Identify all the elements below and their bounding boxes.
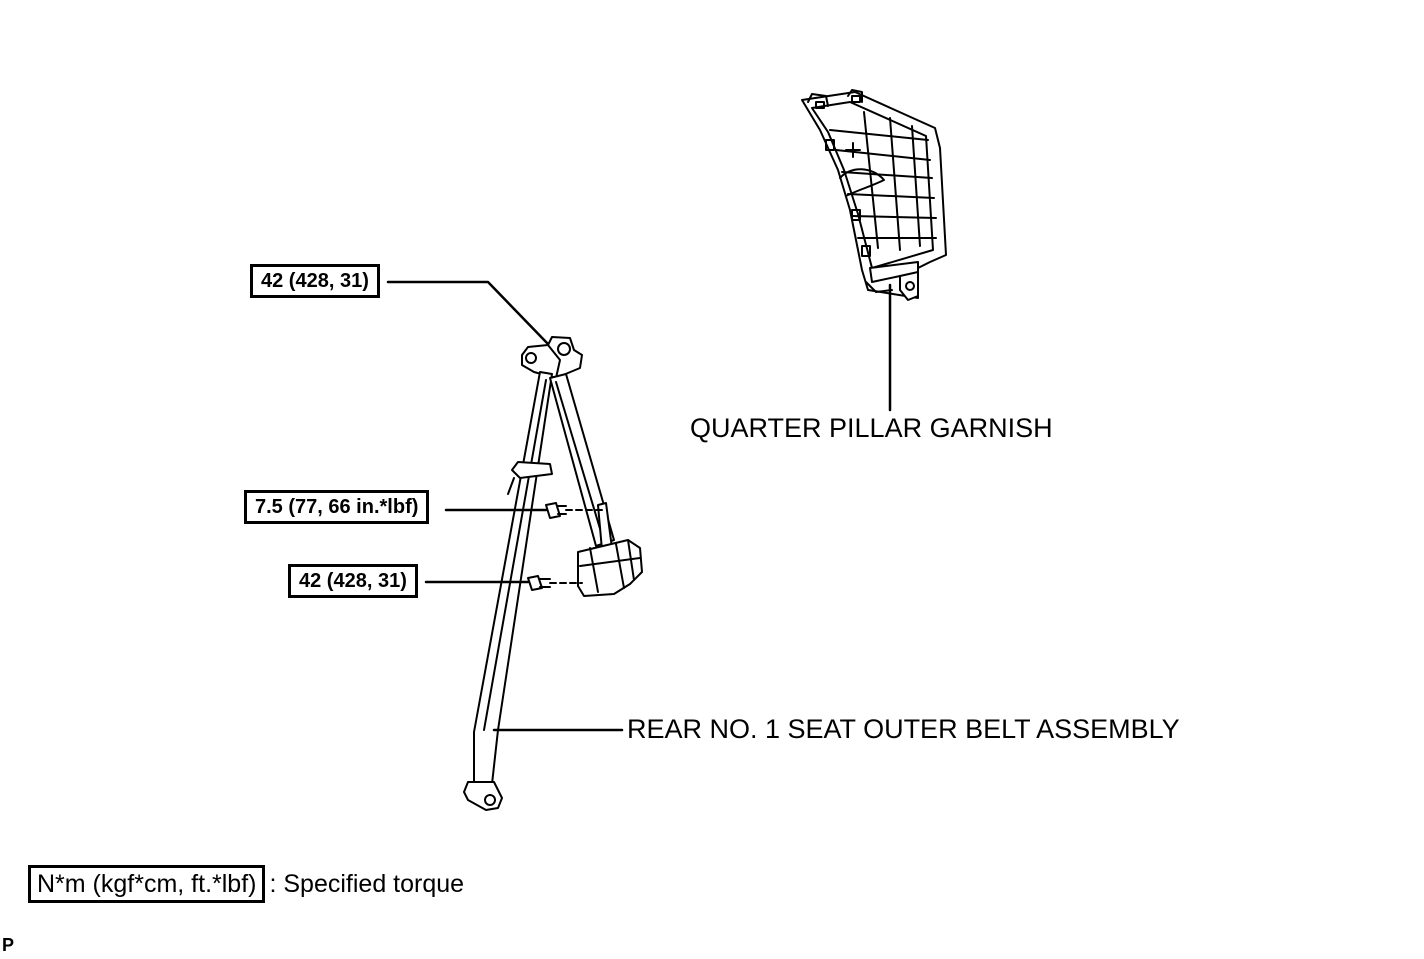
label-quarter-pillar-garnish: QUARTER PILLAR GARNISH — [690, 413, 1053, 443]
torque-label-upper-anchor: 42 (428, 31) — [250, 264, 380, 298]
torque-legend: N*m (kgf*cm, ft.*lbf) : Specified torque — [28, 865, 464, 903]
corner-mark: P — [2, 935, 15, 955]
legend-description: : Specified torque — [269, 869, 465, 898]
torque-label-retractor-bolt: 7.5 (77, 66 in.*lbf) — [244, 490, 430, 524]
quarter-pillar-garnish-drawing — [801, 89, 947, 412]
torque-leader-lines — [386, 280, 624, 732]
label-seat-belt-assembly: REAR NO. 1 SEAT OUTER BELT ASSEMBLY — [627, 714, 1180, 744]
legend-unit-box: N*m (kgf*cm, ft.*lbf) — [28, 865, 266, 903]
torque-label-lower-retractor-bolt: 42 (428, 31) — [288, 564, 418, 598]
seat-belt-assembly-drawing — [463, 336, 643, 811]
